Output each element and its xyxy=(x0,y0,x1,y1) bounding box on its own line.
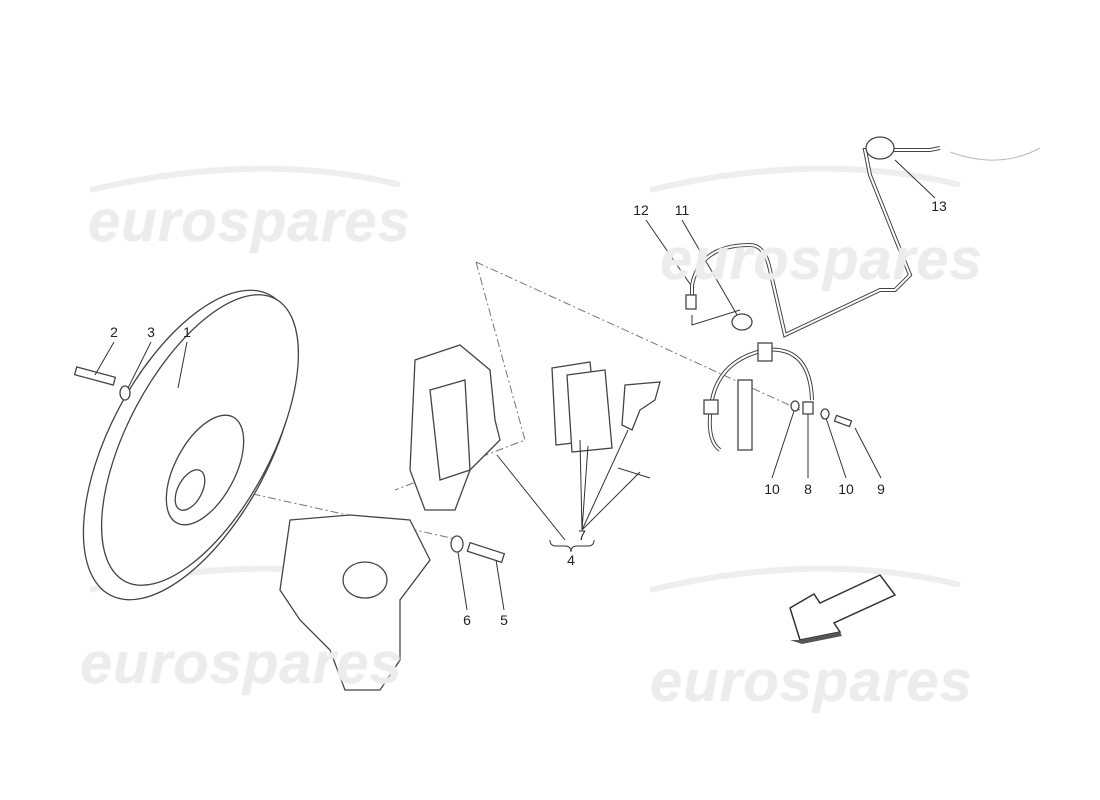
callout-13: 13 xyxy=(931,198,947,214)
callout-6: 6 xyxy=(463,612,471,628)
callout-9: 9 xyxy=(877,481,885,497)
hose-fitting xyxy=(703,399,719,415)
washer xyxy=(119,385,131,401)
grommet xyxy=(731,313,753,331)
callout-3: 3 xyxy=(147,324,155,340)
washer xyxy=(820,408,830,420)
line-grommet xyxy=(865,136,895,160)
callout-12: 12 xyxy=(633,202,649,218)
watermark-swoosh xyxy=(649,165,961,193)
line-fitting xyxy=(685,294,697,310)
assembly-line xyxy=(475,261,801,411)
banjo-bolt xyxy=(833,414,853,428)
hub xyxy=(342,561,388,599)
watermark-swoosh xyxy=(89,165,401,193)
callout-4: 4 xyxy=(567,552,575,568)
pad-pin xyxy=(617,467,651,479)
hub-carrier xyxy=(279,514,431,691)
brake-disc xyxy=(82,289,300,601)
pad-spring-clip xyxy=(621,381,661,431)
callout-8: 8 xyxy=(804,481,812,497)
brake-lines xyxy=(685,136,1041,452)
washer xyxy=(790,400,800,412)
bolt xyxy=(466,541,506,564)
washer xyxy=(450,535,464,553)
watermark-bottom-left: eurospares xyxy=(80,631,403,696)
watermark-top-right: eurospares xyxy=(660,227,983,292)
flexible-hose xyxy=(707,347,814,452)
leader-lines xyxy=(94,159,936,611)
callout-1: 1 xyxy=(183,324,191,340)
callout-2: 2 xyxy=(110,324,118,340)
callout-10-right: 10 xyxy=(838,481,854,497)
hose-sleeve xyxy=(737,379,753,451)
watermark-swoosh xyxy=(649,565,961,593)
watermark-bottom-right: eurospares xyxy=(650,649,973,714)
banjo-fitting xyxy=(802,401,814,415)
caliper-piston-housing xyxy=(429,379,471,481)
continuation-line xyxy=(949,147,1041,161)
callout-10-left: 10 xyxy=(764,481,780,497)
hose-fitting xyxy=(757,342,773,362)
bolt xyxy=(73,366,117,386)
watermark-top-left: eurospares xyxy=(88,189,411,254)
callout-5: 5 xyxy=(500,612,508,628)
callout-11: 11 xyxy=(674,202,690,218)
brake-pad xyxy=(566,369,613,453)
callout-7: 7 xyxy=(578,527,586,543)
arrow-down-left-icon xyxy=(789,574,897,644)
